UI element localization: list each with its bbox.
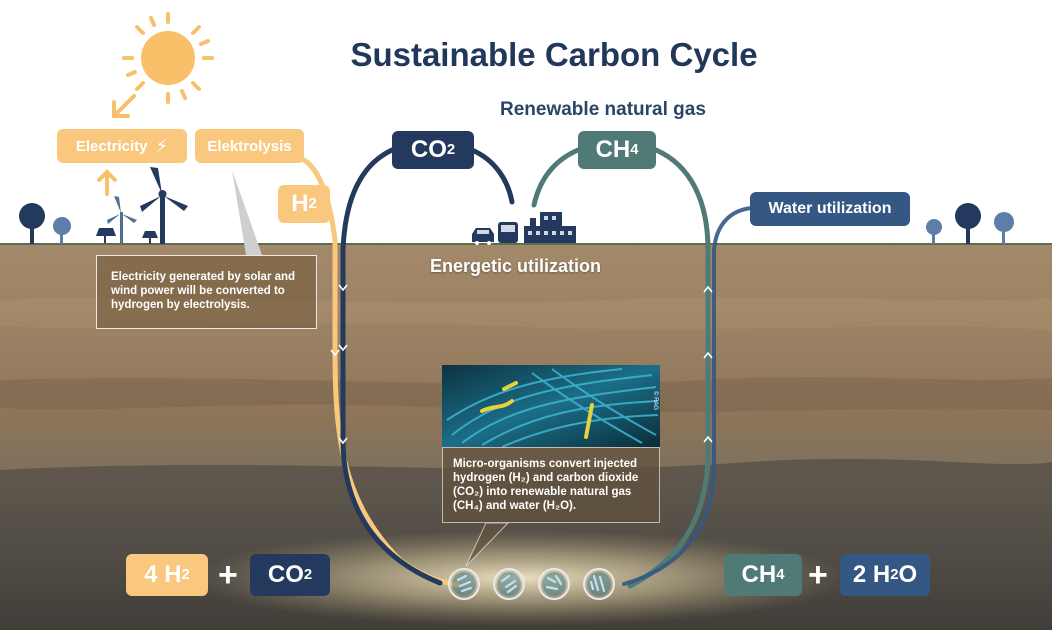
bus-icon: [498, 222, 518, 243]
microorganism-photo: © RAG: [442, 365, 660, 447]
electricity-box: Electricity ⚡: [57, 129, 187, 163]
micro-note-pointer: [465, 522, 510, 567]
elektrolysis-box: Elektrolysis: [195, 129, 304, 163]
sun-icon: [122, 12, 214, 104]
equation-h2o-suffix: O: [898, 561, 918, 588]
flow-direction-markers: [330, 284, 713, 445]
note-pointer: [232, 170, 262, 255]
electricity-label: Electricity: [75, 137, 148, 155]
equation-h2o-label: 2 H: [852, 561, 891, 588]
plus-sign-left: +: [218, 556, 238, 594]
ch4-label: CH: [595, 136, 631, 163]
co2-return-line: [469, 147, 515, 205]
elektrolysis-label: Elektrolysis: [207, 137, 292, 155]
electrolysis-note: Electricity generated by solar and wind …: [96, 255, 317, 329]
microorganism-icon: [448, 568, 615, 600]
page-title: Sustainable Carbon Cycle: [350, 36, 758, 73]
solar-panel-icon: [96, 228, 158, 244]
wind-turbine-icon: [140, 167, 188, 244]
plus-sign-right: +: [808, 556, 828, 594]
water-utilization-label: Water utilization: [768, 200, 892, 217]
lightning-icon: ⚡: [155, 135, 169, 156]
energetic-utilization-label: Energetic utilization: [430, 256, 602, 276]
water-flow-line: [622, 206, 754, 586]
tree-right-icon: [926, 203, 1014, 244]
equation-co2-label: CO: [267, 561, 304, 588]
tree-icon: [19, 203, 71, 244]
water-utilization-box: Water utilization: [750, 192, 910, 226]
equation-ch4-label: CH: [741, 561, 777, 588]
image-credit: © RAG: [652, 391, 659, 410]
co2-flow-line: [340, 147, 443, 586]
co2-label: CO: [410, 136, 447, 163]
methane-to-use-line: [531, 147, 581, 208]
car-icon: [472, 228, 494, 245]
wind-turbine-small-icon: [107, 196, 137, 244]
up-arrow-icon: [97, 169, 117, 196]
factory-icon: [524, 212, 576, 243]
microorganism-note: Micro-organisms convert injected hydroge…: [442, 447, 660, 523]
reservoir-glow: [190, 530, 850, 626]
equation-4h2-label: 4 H: [144, 561, 182, 588]
subtitle: Renewable natural gas: [500, 99, 706, 120]
sun-arrow-icon: [112, 94, 136, 118]
methane-flow-line: [627, 147, 711, 589]
h2-label: H: [291, 190, 309, 217]
